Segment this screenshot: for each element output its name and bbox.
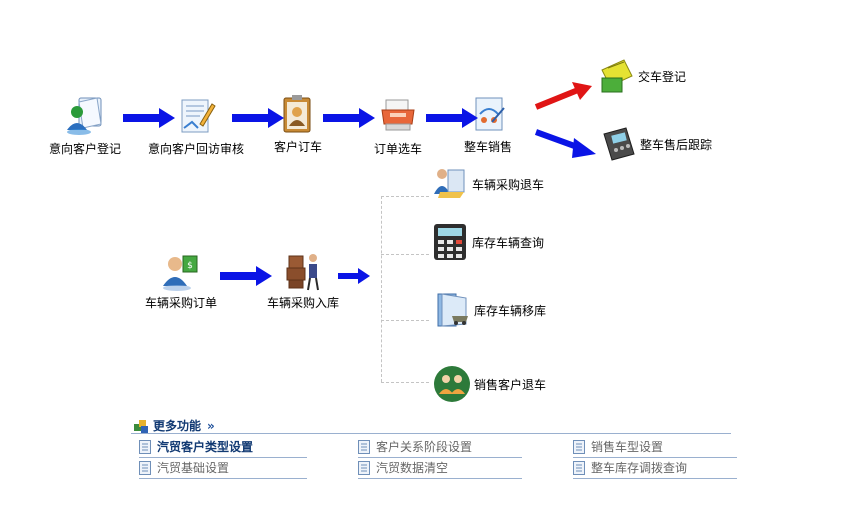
branch-purchase-return[interactable]: 车辆采购退车 [430,164,544,204]
customer-register-icon [67,97,102,135]
cubes-icon [134,419,148,433]
link-customer-type-settings[interactable]: 汽贸客户类型设置 [139,438,307,458]
revisit-review-icon [181,99,216,133]
flow-node-order-select-car[interactable]: 订单选车 [368,94,428,157]
flow-node-revisit-review[interactable]: 意向客户回访审核 [144,94,248,157]
chevron-right-icon: » [207,418,215,433]
customer-order-icon [283,95,311,133]
flow-node-customer-register[interactable]: 意向客户登记 [44,94,126,157]
flow-node-label: 订单选车 [373,142,422,156]
more-functions-header: 更多功能 » [133,417,215,434]
vehicle-sales-icon [475,97,505,131]
link-label: 汽贸基础设置 [157,461,230,475]
purchase-return-icon [434,169,465,198]
flow-node-label: 意向客户登记 [48,142,121,156]
flow-arrow [323,108,375,128]
link-label: 销售车型设置 [591,440,664,454]
document-icon [573,460,585,475]
inventory-query-icon [434,224,466,260]
link-sales-model-settings[interactable]: 销售车型设置 [573,438,737,458]
flow-arrow [123,108,175,128]
flow-node-vehicle-sales[interactable]: 整车销售 [458,92,518,155]
flow-node-purchase-order[interactable]: $ 车辆采购订单 [140,248,222,311]
branch-connector [381,254,429,255]
purchase-stock-in-icon [286,254,319,291]
order-select-car-icon [381,99,415,131]
flow-node-label: 车辆采购入库 [266,296,339,310]
branch-label: 车辆采购退车 [472,177,545,192]
branch-bracket [381,196,382,382]
branch-label: 整车售后跟踪 [640,137,713,152]
customer-return-icon [434,366,470,402]
flow-arrow [338,268,370,284]
branch-connector [381,196,429,197]
flow-node-label: 意向客户回访审核 [147,142,244,156]
branch-connector [381,382,429,383]
flow-arrow [232,108,284,128]
svg-text:$: $ [187,261,193,271]
branch-delivery-register[interactable]: 交车登记 [596,56,686,96]
link-label: 汽贸客户类型设置 [157,440,254,454]
branch-inventory-transfer[interactable]: 库存车辆移库 [432,290,546,330]
branch-customer-return[interactable]: 销售客户退车 [432,364,546,404]
flow-node-label: 车辆采购订单 [144,296,217,310]
branch-arrow-down [534,129,596,158]
branch-after-sales-tracking[interactable]: 整车售后跟踪 [598,124,712,164]
link-relationship-stage-settings[interactable]: 客户关系阶段设置 [358,438,522,458]
flow-node-purchase-stock-in[interactable]: 车辆采购入库 [262,248,344,311]
purchase-order-icon: $ [163,255,198,291]
more-functions-title: 更多功能 [153,419,202,433]
link-data-clear[interactable]: 汽贸数据清空 [358,459,522,479]
delivery-register-icon [601,59,633,93]
flow-arrow [220,266,272,286]
branch-label: 库存车辆移库 [474,303,547,318]
document-icon [358,439,370,454]
document-icon [139,439,151,454]
link-label: 汽贸数据清空 [376,461,449,475]
branch-label: 库存车辆查询 [472,235,545,250]
document-icon [573,439,585,454]
after-sales-tracking-icon [603,127,635,161]
link-label: 客户关系阶段设置 [376,440,473,454]
branch-label: 交车登记 [638,69,687,84]
flow-node-customer-order[interactable]: 客户订车 [268,92,328,155]
flow-arrow [426,108,478,128]
document-icon [358,460,370,475]
branch-connector [381,320,429,321]
link-basic-settings[interactable]: 汽贸基础设置 [139,459,307,479]
flow-node-label: 客户订车 [273,140,322,154]
document-icon [139,460,151,475]
branch-label: 销售客户退车 [474,377,547,392]
more-functions-divider [131,433,731,434]
branch-inventory-query[interactable]: 库存车辆查询 [430,222,544,262]
flow-node-label: 整车销售 [463,140,512,154]
branch-arrow-up [534,82,592,110]
link-label: 整车库存调拨查询 [591,461,688,475]
inventory-transfer-icon [437,293,468,327]
link-inventory-transfer-query[interactable]: 整车库存调拨查询 [573,459,737,479]
